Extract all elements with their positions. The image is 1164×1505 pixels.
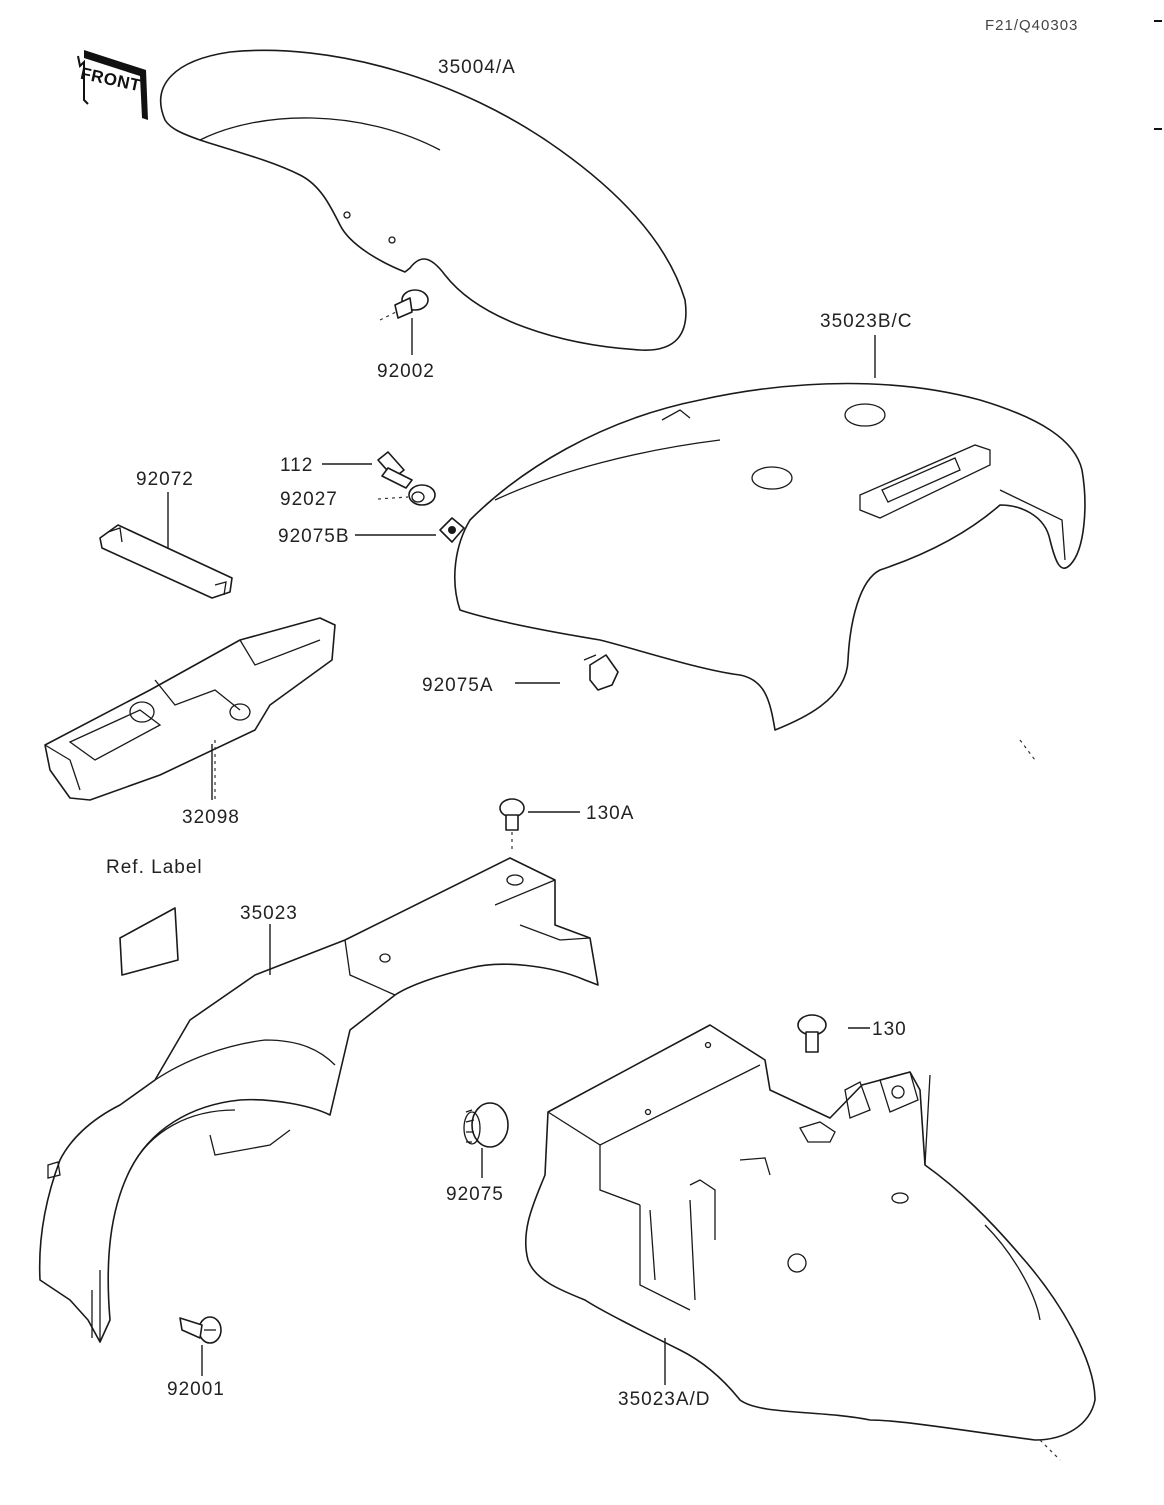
screw-92001-drawing bbox=[179, 1316, 222, 1344]
label-ref-label: Ref. Label bbox=[106, 857, 203, 878]
label-92027: 92027 bbox=[280, 489, 338, 510]
bolt-130a-drawing bbox=[499, 798, 525, 850]
label-92075: 92075 bbox=[446, 1184, 504, 1205]
label-35023ad: 35023A/D bbox=[618, 1389, 711, 1410]
label-35023: 35023 bbox=[240, 903, 298, 924]
bolt-92002-drawing bbox=[379, 289, 429, 321]
rear-cover-drawing bbox=[454, 382, 1086, 761]
label-112: 112 bbox=[280, 455, 314, 476]
front-fender-drawing bbox=[159, 49, 687, 351]
label-130a: 130A bbox=[586, 803, 635, 824]
label-32098: 32098 bbox=[182, 807, 240, 828]
band-92072-drawing bbox=[99, 524, 233, 599]
label-35023bc: 35023B/C bbox=[820, 311, 913, 332]
label-35004a: 35004/A bbox=[438, 57, 516, 78]
leader-lines bbox=[167, 318, 876, 1385]
rear-fender-drawing bbox=[524, 1024, 1096, 1461]
label-92002: 92002 bbox=[377, 361, 435, 382]
label-92075a: 92075A bbox=[422, 675, 494, 696]
bolt-130-drawing bbox=[797, 1014, 827, 1053]
damper-92075b-drawing bbox=[439, 517, 465, 543]
label-92072: 92072 bbox=[136, 469, 194, 490]
damper-92075a-drawing bbox=[583, 654, 619, 691]
edge-tick-top bbox=[1154, 20, 1162, 22]
front-arrow-icon bbox=[77, 50, 148, 120]
drawing-code: F21/Q40303 bbox=[985, 17, 1079, 34]
ref-label-drawing bbox=[119, 907, 179, 976]
label-92001: 92001 bbox=[167, 1379, 225, 1400]
inner-fender-drawing bbox=[38, 857, 599, 1343]
collar-92027-drawing bbox=[408, 484, 436, 506]
edge-tick-mid bbox=[1154, 128, 1162, 130]
label-92075b: 92075B bbox=[278, 526, 350, 547]
bolt-112-drawing bbox=[377, 451, 413, 489]
label-130: 130 bbox=[872, 1019, 907, 1040]
damper-92075-drawing bbox=[463, 1102, 509, 1148]
box-32098-drawing bbox=[44, 617, 336, 801]
